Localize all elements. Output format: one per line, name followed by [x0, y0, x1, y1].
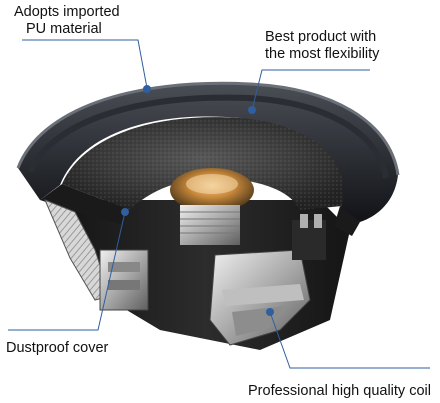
callout-flexibility-line-2: the most flexibility	[265, 46, 380, 62]
terminal-post-1	[300, 214, 308, 228]
coil-windings	[180, 211, 240, 234]
cone-texture	[62, 117, 344, 210]
magnet-plate-1	[108, 262, 140, 272]
cone-section-left	[40, 184, 130, 224]
callout-pu-material: Adopts imported PU material	[14, 4, 120, 38]
callout-coil: Professional high quality coil	[248, 383, 431, 399]
magnet-ring	[222, 284, 304, 306]
callout-flexibility-line-1: Best product with	[265, 29, 377, 45]
magnet-plate-2	[108, 280, 140, 290]
callout-flexibility: Best product with the most flexibility	[265, 29, 379, 63]
callout-pu-material-line-1: Adopts imported	[14, 4, 120, 20]
callout-pu-material-line-2: PU material	[26, 21, 102, 37]
surround-rim	[18, 83, 398, 223]
voice-coil	[180, 205, 240, 245]
terminal-post-2	[314, 214, 322, 228]
callout-leaders	[8, 39, 430, 369]
callout-dustproof-cover: Dustproof cover	[6, 340, 109, 356]
rim-highlight	[16, 81, 400, 176]
dust-cap-shine	[186, 174, 238, 194]
basket-edge-right	[334, 206, 360, 236]
surround-roll	[27, 94, 389, 179]
callout-dots	[121, 85, 274, 316]
